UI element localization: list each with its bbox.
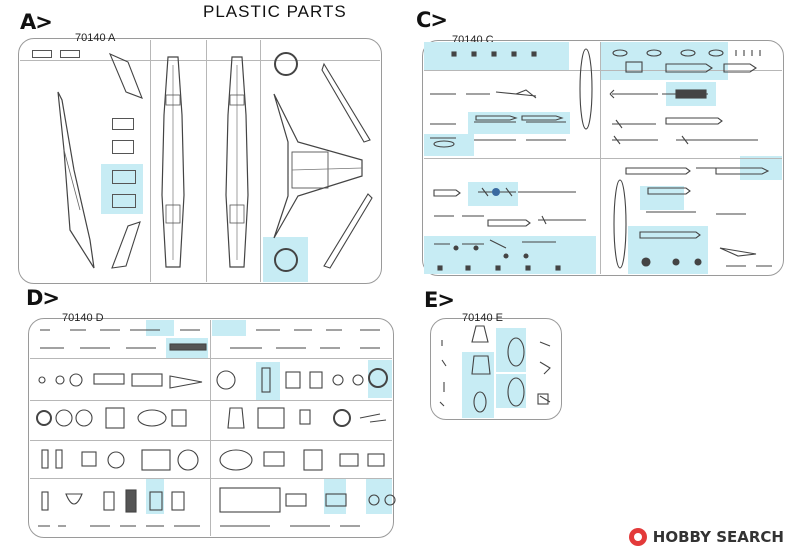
- sprue-a-runner: [206, 40, 207, 282]
- sprue-a-part: [112, 140, 134, 154]
- sprue-a-runner: [150, 40, 151, 282]
- sprue-c-highlight: [640, 186, 684, 210]
- sprue-d-runner: [30, 440, 392, 441]
- hobby-search-logo-icon: [628, 528, 647, 546]
- section-e-letter: E>: [424, 288, 455, 312]
- sprue-a-part: [111, 221, 141, 269]
- watermark-text: HOBBY SEARCH: [652, 528, 784, 546]
- sprue-d-highlight: [368, 360, 392, 398]
- sprue-c-highlight: [600, 42, 728, 80]
- sprue-c-highlight: [424, 236, 596, 274]
- sprue-a-fuselage-right: [225, 56, 249, 268]
- sprue-c-runner: [424, 70, 782, 71]
- sprue-d-runner: [210, 320, 211, 536]
- sprue-d-highlight: [324, 478, 346, 514]
- sprue-a-part: [60, 50, 80, 58]
- sprue-e-label: 70140 E: [462, 312, 503, 324]
- sprue-c-parts: [430, 48, 772, 271]
- page-title: PLASTIC PARTS: [203, 2, 347, 21]
- section-a-letter: A>: [20, 10, 53, 34]
- section-c-letter: C>: [416, 8, 448, 32]
- sprue-d-parts: [36, 329, 396, 527]
- sprue-c-runner: [424, 158, 782, 159]
- sprue-a-runner: [20, 60, 380, 61]
- sprue-a-part: [112, 194, 136, 208]
- sprue-a-part: [108, 52, 143, 99]
- sprue-d-highlight: [146, 320, 174, 336]
- sprue-a-highlight: [101, 164, 143, 214]
- sprue-c-highlight: [468, 112, 570, 134]
- sprue-a-main-wing: [273, 93, 363, 239]
- sprue-a-part: [112, 170, 136, 184]
- watermark-logo: HOBBY SEARCH: [628, 528, 784, 546]
- sprue-a-fuselage-left: [161, 56, 185, 268]
- sprue-c-highlight: [628, 226, 708, 274]
- sprue-d-runner: [30, 478, 392, 479]
- sprue-d-label: 70140 D: [62, 312, 104, 324]
- sprue-a-ring-part: [274, 52, 298, 76]
- sprue-c-runner: [600, 42, 601, 274]
- section-d-letter: D>: [26, 286, 60, 310]
- sprue-e-highlight: [496, 328, 526, 372]
- sprue-a-label: 70140 A: [75, 32, 116, 44]
- sprue-d-runner: [30, 358, 392, 359]
- sprue-a-part: [321, 62, 371, 143]
- sprue-d-highlight: [212, 320, 246, 336]
- sprue-a-runner: [260, 40, 261, 282]
- sprue-d-runner: [30, 400, 392, 401]
- sprue-a-ring-part: [274, 248, 298, 272]
- sprue-a-part: [323, 193, 373, 269]
- sprue-a-part: [32, 50, 52, 58]
- sprue-e-highlight: [462, 384, 494, 418]
- sprue-c-highlight: [424, 134, 474, 156]
- sprue-e-parts: [439, 325, 551, 413]
- sprue-a-part: [112, 118, 134, 130]
- sprue-a-wing-part: [57, 91, 95, 269]
